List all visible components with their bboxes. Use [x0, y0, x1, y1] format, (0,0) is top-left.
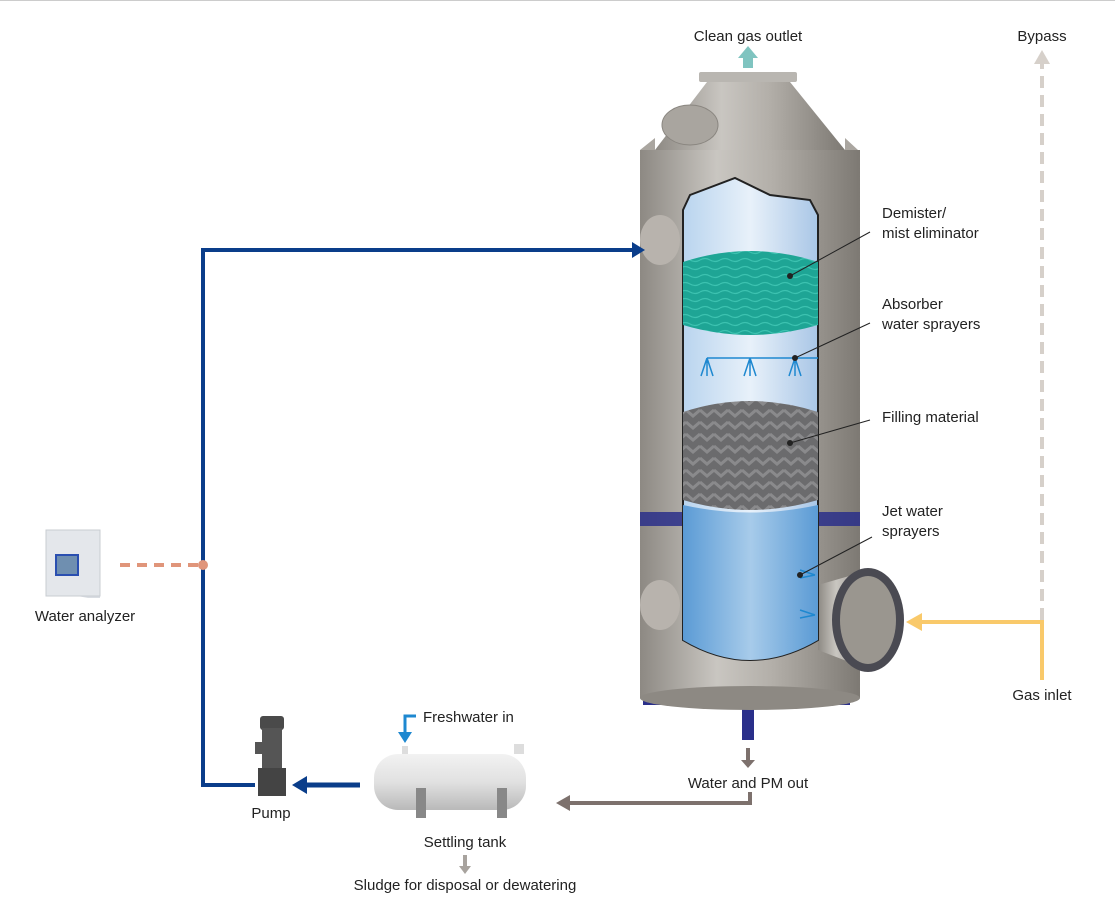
absorber-sprayers [700, 357, 818, 377]
bypass-line [1034, 50, 1050, 620]
absorber-label-line1: Absorber [882, 296, 943, 313]
jet-sprayers-label-line1: Jet water [882, 503, 943, 520]
freshwater-line [403, 714, 416, 736]
gas-inlet-line [906, 613, 1044, 680]
tank-to-pump-arrow-icon [292, 776, 307, 794]
sludge-arrow-icon [459, 855, 471, 874]
water-to-tank-arrow-icon [556, 795, 570, 811]
analyzer-junction-dot [198, 560, 208, 570]
water-pm-out-label: Water and PM out [688, 775, 809, 792]
gas-inlet-label: Gas inlet [1012, 687, 1072, 704]
jet-sprayers-label-line2: sprayers [882, 523, 940, 540]
clean-gas-arrow-icon [738, 46, 758, 68]
demister-label-line2: mist eliminator [882, 225, 979, 242]
bypass-label: Bypass [1017, 28, 1066, 45]
bypass-arrow-icon [1034, 50, 1050, 64]
gas-inlet-arrow-icon [906, 613, 922, 631]
demister-layer [683, 251, 818, 335]
water-out-line [568, 792, 752, 805]
scrubber-tower [640, 72, 904, 740]
jet-sprayers [799, 569, 816, 619]
demister-label-line1: Demister/ [882, 205, 947, 222]
recirculation-line [201, 242, 645, 794]
filling-material-label: Filling material [882, 409, 979, 426]
settling-tank [374, 744, 526, 818]
callout-dots [787, 273, 803, 578]
sludge-label: Sludge for disposal or dewatering [354, 877, 577, 894]
pump-label: Pump [251, 805, 290, 822]
water-analyzer-device [45, 529, 101, 598]
absorber-label-line2: water sprayers [881, 316, 980, 333]
filling-layer [683, 401, 818, 510]
pump-device [255, 716, 286, 796]
recirculation-arrow-icon [632, 242, 645, 258]
freshwater-arrow-icon [398, 732, 412, 743]
water-pm-out-arrow-icon [741, 748, 755, 768]
freshwater-in-label: Freshwater in [423, 709, 514, 726]
settling-tank-label: Settling tank [424, 834, 507, 851]
water-sump [683, 505, 818, 660]
clean-gas-outlet-label: Clean gas outlet [694, 28, 803, 45]
callout-leaders [789, 231, 873, 576]
water-analyzer-label: Water analyzer [35, 608, 135, 625]
